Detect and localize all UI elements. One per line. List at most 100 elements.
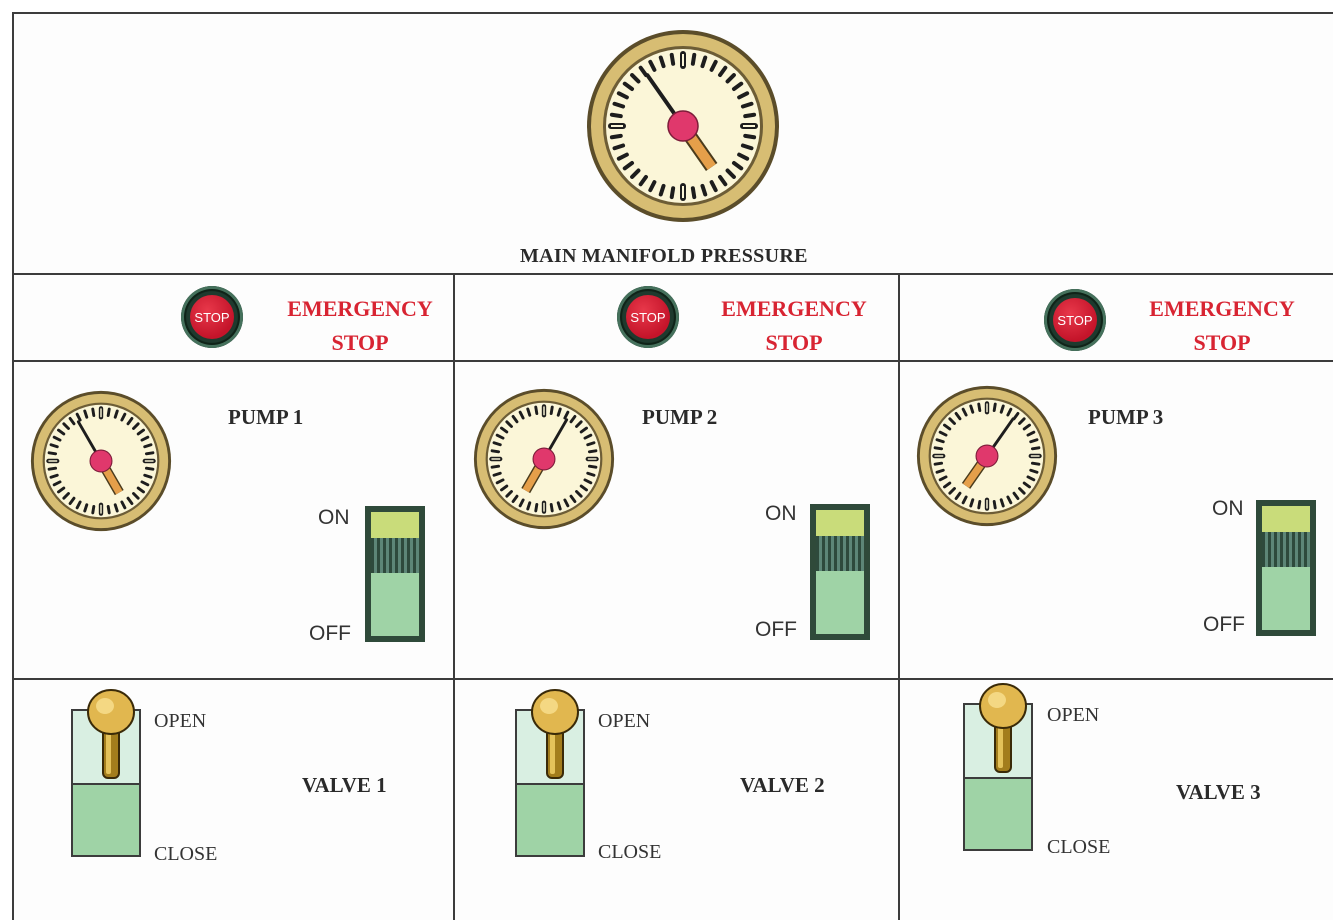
valve-1-open-label: OPEN [154, 710, 206, 733]
gauge-tick [979, 501, 980, 507]
gauge-tick [1031, 470, 1037, 472]
pump-1-on-label: ON [318, 506, 350, 530]
gauge-tick [1001, 500, 1003, 506]
gauge-tick [589, 451, 595, 452]
gauge-hub [90, 450, 112, 472]
gauge-tick [745, 115, 754, 116]
gauge-hub [668, 111, 698, 141]
handle-knob [980, 684, 1026, 728]
gauge-tick [693, 188, 694, 197]
gauge-tick [702, 58, 705, 67]
gauge-tick [702, 186, 705, 195]
valve-2-label: VALVE 2 [740, 773, 825, 798]
main-manifold-title: MAIN MANIFOLD PRESSURE [520, 245, 808, 268]
valve-3-open-label: OPEN [1047, 704, 1099, 727]
gauge-tick [588, 473, 594, 475]
handle-knob-shine [96, 698, 114, 714]
gauge-tick [1032, 463, 1038, 464]
gauge-tick [693, 55, 694, 64]
gauge-tick [93, 506, 94, 512]
handle-knob-shine [988, 692, 1006, 708]
gauge-tick [51, 445, 57, 447]
gauge-tick [146, 453, 152, 454]
gauge-tick [492, 451, 498, 452]
pump-3-on-label: ON [1212, 497, 1244, 521]
gauge-tick [115, 411, 117, 417]
gauge-tick [1032, 448, 1038, 449]
gauge-tick [558, 503, 560, 509]
gauge-tick [589, 466, 595, 467]
gauge-tick [743, 104, 752, 107]
divider [12, 360, 1333, 362]
pump-1-off-label: OFF [309, 622, 351, 646]
gauge-tick [85, 505, 87, 511]
gauge-tick [937, 440, 943, 442]
handle-knob [532, 690, 578, 734]
gauge-tick [971, 406, 973, 412]
stop-button-icon: STOP [1053, 298, 1097, 342]
gauge-tick [745, 136, 754, 137]
gauge-tick [551, 407, 552, 413]
valve-1-label: VALVE 1 [302, 773, 387, 798]
gauge-tick [672, 188, 673, 197]
gauge-tick [672, 55, 673, 64]
valve-2-open-label: OPEN [598, 710, 650, 733]
pump-2-label: PUMP 2 [642, 405, 717, 430]
gauge-tick [492, 466, 498, 467]
gauge-hub [533, 448, 555, 470]
gauge-tick [935, 448, 941, 449]
gauge-tick [1031, 440, 1037, 442]
gauge-tick [115, 505, 117, 511]
pump-2-gauge-icon [471, 386, 617, 532]
valve-3-handle-icon[interactable] [975, 682, 1031, 782]
pump-2-on-off-switch[interactable] [810, 504, 870, 640]
gauge-tick [49, 453, 55, 454]
pump-2-on-label: ON [765, 502, 797, 526]
emergency-stop-label-1: EMERGENCY STOP [270, 292, 450, 360]
gauge-tick [1001, 406, 1003, 412]
gauge-tick [979, 404, 980, 410]
valve-3-close-label: CLOSE [1047, 836, 1110, 859]
gauge-tick [994, 501, 995, 507]
valve-1-close-label: CLOSE [154, 843, 217, 866]
gauge-tick [536, 407, 537, 413]
gauge-tick [661, 58, 664, 67]
emergency-stop-button-2[interactable]: STOP [617, 286, 679, 348]
gauge-tick [588, 443, 594, 445]
valve-2-handle-icon[interactable] [527, 688, 583, 788]
gauge-tick [51, 475, 57, 477]
gauge-tick [612, 136, 621, 137]
gauge-tick [528, 503, 530, 509]
gauge-tick [612, 115, 621, 116]
gauge-tick [743, 145, 752, 148]
valve-1-handle-icon[interactable] [83, 688, 139, 788]
gauge-tick [494, 473, 500, 475]
gauge-tick [145, 475, 151, 477]
emergency-stop-button-3[interactable]: STOP [1044, 289, 1106, 351]
gauge-tick [93, 409, 94, 415]
gauge-tick [994, 404, 995, 410]
gauge-tick [494, 443, 500, 445]
gauge-tick [551, 504, 552, 510]
gauge-tick [145, 445, 151, 447]
pump-1-on-off-switch[interactable] [365, 506, 425, 642]
pump-1-label: PUMP 1 [228, 405, 303, 430]
gauge-tick [146, 468, 152, 469]
stop-button-icon: STOP [190, 295, 234, 339]
emergency-stop-button-1[interactable]: STOP [181, 286, 243, 348]
gauge-tick [661, 186, 664, 195]
gauge-tick [528, 409, 530, 415]
valve-2-close-label: CLOSE [598, 841, 661, 864]
gauge-tick [935, 463, 941, 464]
divider [12, 678, 1333, 680]
pump-3-on-off-switch[interactable] [1256, 500, 1316, 636]
valve-3-label: VALVE 3 [1176, 780, 1261, 805]
gauge-tick [558, 409, 560, 415]
pump-2-off-label: OFF [755, 618, 797, 642]
gauge-tick [108, 506, 109, 512]
stop-button-icon: STOP [626, 295, 670, 339]
pump-3-off-label: OFF [1203, 613, 1245, 637]
gauge-tick [971, 500, 973, 506]
divider [453, 273, 455, 920]
divider [12, 273, 1333, 275]
